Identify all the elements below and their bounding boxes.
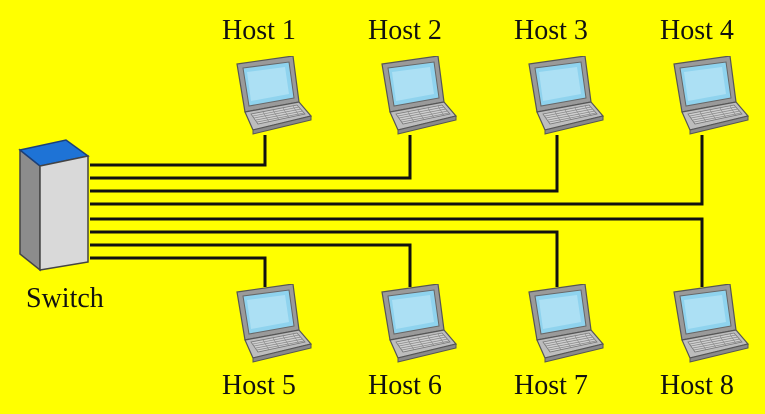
- cable-host-2: [90, 135, 412, 180]
- host-6-label: Host 6: [368, 370, 442, 401]
- laptop-icon: [673, 284, 749, 363]
- host-8-label: Host 8: [660, 370, 734, 401]
- laptop-icon: [236, 284, 312, 363]
- laptop-icon: [236, 56, 312, 135]
- switch-icon: [18, 139, 90, 272]
- laptop-icon: [381, 56, 457, 135]
- laptop-icon: [381, 284, 457, 363]
- cable-host-3: [90, 135, 559, 193]
- host-3-label: Host 3: [514, 15, 588, 46]
- laptop-icon: [528, 56, 604, 135]
- host-7-label: Host 7: [514, 370, 588, 401]
- cables: [90, 135, 704, 287]
- cable-host-5: [90, 256, 267, 287]
- host-2-label: Host 2: [368, 15, 442, 46]
- laptop-icon: [673, 56, 749, 135]
- laptop-icon: [528, 284, 604, 363]
- host-1-label: Host 1: [222, 15, 296, 46]
- cable-host-4: [90, 135, 704, 206]
- switch-label: Switch: [26, 283, 104, 314]
- host-5-label: Host 5: [222, 370, 296, 401]
- cable-host-6: [90, 243, 412, 287]
- host-4-label: Host 4: [660, 15, 734, 46]
- cable-host-7: [90, 230, 559, 287]
- cable-host-1: [90, 135, 267, 167]
- cable-host-8: [90, 217, 704, 287]
